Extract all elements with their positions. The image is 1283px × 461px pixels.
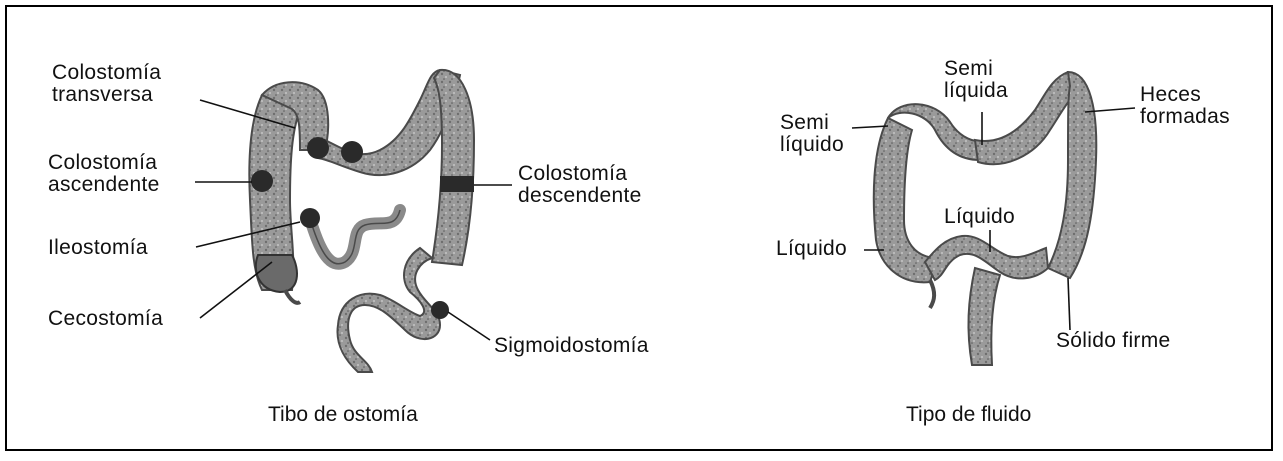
colon-left <box>195 70 512 372</box>
stoma-sigmoid <box>431 301 449 319</box>
label-ileostomia: Ileostomía <box>48 237 148 259</box>
rectum-r <box>968 268 1000 365</box>
stoma-ileum <box>300 208 320 228</box>
label-semi-liquida: Semi líquida <box>944 58 1008 102</box>
sigmoid-colon <box>337 248 440 372</box>
label-sigmoidostomia: Sigmoidostomía <box>494 335 649 357</box>
caption-tipo-de-fluido: Tipo de fluido <box>906 403 1031 427</box>
label-colostomia-ascendente: Colostomía ascendente <box>48 152 160 196</box>
label-semi-liquido: Semi líquido <box>780 112 844 156</box>
label-colostomia-transversa: Colostomía transversa <box>52 62 161 106</box>
leader-sigmoidostomia <box>448 312 490 340</box>
stoma-transverse <box>307 137 329 159</box>
label-liquido-center: Líquido <box>944 206 1015 228</box>
appendix <box>285 290 300 303</box>
label-heces-formadas: Heces formadas <box>1140 84 1230 128</box>
leader-semi-liquido <box>852 126 888 128</box>
label-cecostomia: Cecostomía <box>48 308 163 330</box>
label-liquido-left: Líquido <box>776 238 847 260</box>
leader-solido <box>1068 278 1070 330</box>
stoma-ascending <box>251 170 273 192</box>
label-solido-firme: Sólido firme <box>1056 330 1170 352</box>
stoma-transverse-2 <box>341 141 363 163</box>
caption-tipo-de-ostomia: Tibo de ostomía <box>268 403 418 427</box>
stoma-descending <box>440 176 474 192</box>
label-colostomia-descendente: Colostomía descendente <box>518 163 642 207</box>
appendix-r <box>930 280 934 308</box>
